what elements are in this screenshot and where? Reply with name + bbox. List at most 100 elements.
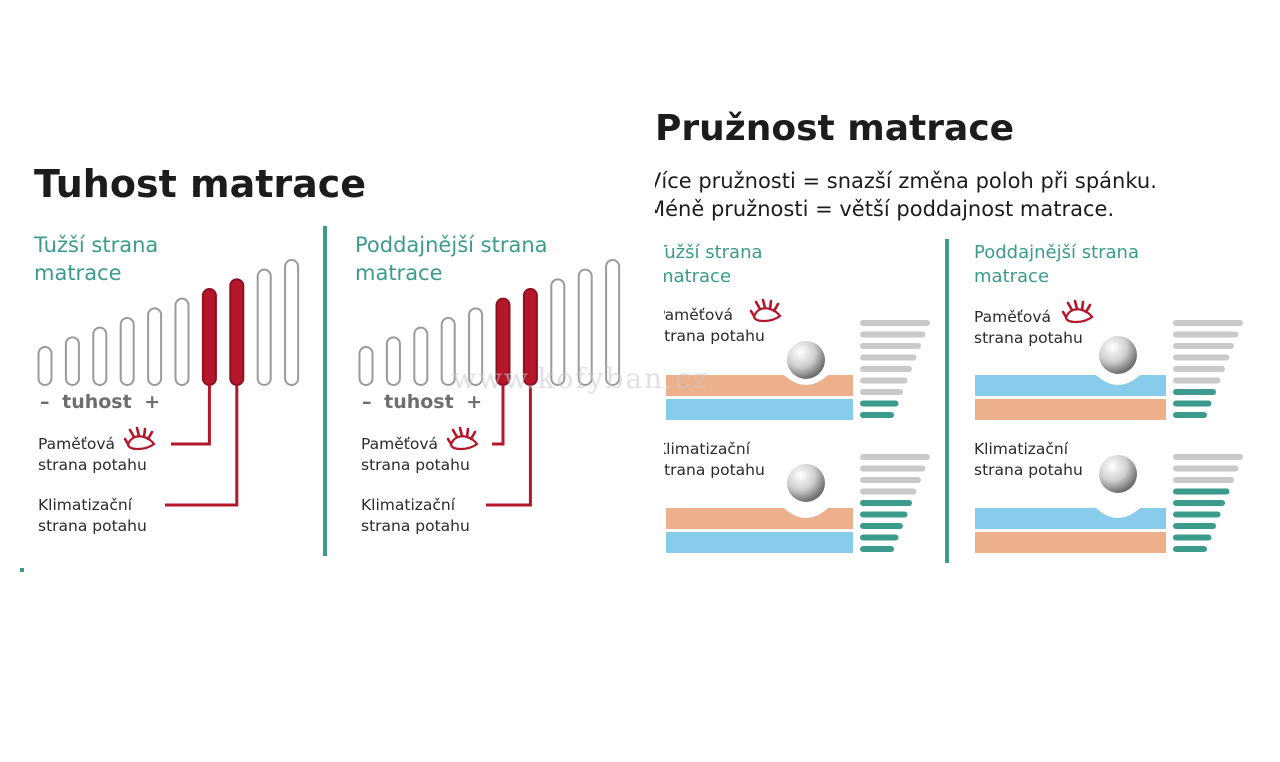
elasticity-stripe-active <box>1173 511 1221 518</box>
elasticity-stripe-active <box>1173 546 1207 552</box>
elasticity-stripe <box>1173 377 1221 384</box>
elasticity-stripe <box>860 366 912 372</box>
panel-a-heading: Tužší strana matrace <box>34 231 158 287</box>
ball-icon <box>1099 455 1137 493</box>
elastic-b-heading-line2: matrace <box>974 266 1050 287</box>
elastic-panel-a-heading: Tužší strana matrace <box>664 241 864 289</box>
elasticity-title: Pružnost matrace <box>655 108 1015 149</box>
elasticity-stripe <box>1173 454 1243 460</box>
elasticity-stripe-active <box>860 400 899 407</box>
elasticity-stripe-active <box>1173 534 1212 541</box>
elastic-b-heading-line1: Poddajnější strana <box>974 242 1139 263</box>
dot-mark <box>20 568 24 572</box>
panel-divider-right <box>945 239 949 563</box>
memory-side-label-b: Paměťová strana potahu <box>361 434 470 476</box>
memory-side-line2: strana potahu <box>974 329 1083 347</box>
stiffness-level <box>358 346 374 386</box>
elasticity-stripe-active <box>1173 488 1230 495</box>
panel-a-heading-line1: Tužší strana <box>34 233 159 257</box>
hand-print-icon <box>749 298 782 323</box>
elasticity-stripe-active <box>1173 500 1225 506</box>
memory-side-line2: strana potahu <box>38 456 147 474</box>
climate-side-line2: strana potahu <box>38 517 147 535</box>
climate-side-line1: Klimatizační <box>38 496 133 514</box>
climate-side-line2: strana potahu <box>664 461 765 479</box>
stiffness-level <box>550 278 566 387</box>
memory-side-line2: strana potahu <box>361 456 470 474</box>
panel-b-heading-line2: matrace <box>355 261 443 285</box>
elasticity-stripe <box>860 377 908 384</box>
stiffness-title: Tuhost matrace <box>34 162 367 206</box>
elasticity-stripe <box>1173 465 1239 472</box>
mattress-top-layer <box>975 508 1166 529</box>
elasticity-stripe-active <box>1173 523 1216 529</box>
mattress-bottom-layer <box>666 399 853 420</box>
ball-icon <box>787 341 825 379</box>
elasticity-stripe <box>860 477 921 483</box>
ball-icon <box>787 464 825 502</box>
memory-side-label-a: Paměťová strana potahu <box>38 434 147 476</box>
elasticity-stripe-active <box>860 412 894 418</box>
climate-side-line1: Klimatizační <box>664 440 751 458</box>
memory-side-line1: Paměťová <box>664 306 734 324</box>
panel-b-heading-line1: Poddajnější strana <box>355 233 548 257</box>
memory-side-line1: Paměťová <box>974 308 1052 326</box>
elasticity-stripe <box>1173 366 1225 372</box>
stiffness-scale-label-a: – tuhost + <box>40 391 161 413</box>
elastic-a-heading-line1: Tužší strana <box>664 242 763 263</box>
mattress-top-layer <box>975 375 1166 396</box>
memory-connector-line <box>492 385 505 446</box>
mattress-top-layer <box>666 375 853 396</box>
elasticity-stripe-active <box>860 500 912 506</box>
elasticity-stripe <box>860 465 926 472</box>
stiffness-level <box>284 259 300 386</box>
elasticity-line1: Více pružnosti = snazší změna poloh při … <box>655 169 1157 193</box>
stiffness-level <box>147 307 163 387</box>
mattress-bottom-layer <box>666 532 853 553</box>
elasticity-stripe-active <box>860 534 899 541</box>
mattress-bottom-layer <box>975 532 1166 553</box>
elasticity-stripe <box>1173 354 1230 361</box>
climate-side-line1: Klimatizační <box>361 496 456 514</box>
stiffness-level <box>37 346 53 386</box>
watermark-text: www.kofyban.cz <box>452 362 710 395</box>
elastic-climate-label-b: Klimatizační strana potahu <box>974 439 1083 481</box>
elasticity-stripe-active <box>1173 412 1207 418</box>
elasticity-line2: Méně pružnosti = větší poddajnost matrac… <box>655 197 1115 221</box>
climate-side-line2: strana potahu <box>361 517 470 535</box>
elasticity-stripe <box>860 343 921 349</box>
memory-connector-line <box>171 385 211 446</box>
stiffness-level <box>413 326 429 386</box>
climate-side-label-a: Klimatizační strana potahu <box>38 495 147 537</box>
elasticity-stripe <box>860 354 917 361</box>
elasticity-stripe-active <box>860 523 903 529</box>
elasticity-stripe-active <box>860 546 894 552</box>
stiffness-level <box>605 259 621 386</box>
elasticity-stripe-active <box>1173 389 1216 395</box>
stiffness-level <box>92 326 108 386</box>
stiffness-level <box>119 317 135 386</box>
elastic-memory-label-b: Paměťová strana potahu <box>974 307 1083 349</box>
climate-side-line1: Klimatizační <box>974 440 1069 458</box>
stiffness-level <box>385 336 401 387</box>
elasticity-stripe <box>1173 477 1234 483</box>
hand-print-icon <box>123 426 156 451</box>
elasticity-description: Více pružnosti = snazší změna poloh při … <box>655 167 1255 227</box>
elastic-a-heading-line2: matrace <box>664 266 732 287</box>
panel-divider-left <box>323 226 327 556</box>
elasticity-stripe <box>860 454 930 460</box>
elasticity-stripe <box>1173 320 1243 326</box>
climate-side-label-b: Klimatizační strana potahu <box>361 495 470 537</box>
memory-side-line2: strana potahu <box>664 327 765 345</box>
elasticity-stripe <box>860 488 917 495</box>
elastic-memory-label-a: Paměťová strana potahu <box>664 305 794 347</box>
elasticity-stripe-active <box>1173 400 1212 407</box>
memory-side-line1: Paměťová <box>38 435 116 453</box>
elasticity-stripe <box>860 389 903 395</box>
ball-icon <box>1099 336 1137 374</box>
stiffness-level <box>174 297 190 386</box>
stiffness-level <box>64 336 80 387</box>
elasticity-stripe-active <box>860 511 908 518</box>
memory-side-line1: Paměťová <box>361 435 439 453</box>
